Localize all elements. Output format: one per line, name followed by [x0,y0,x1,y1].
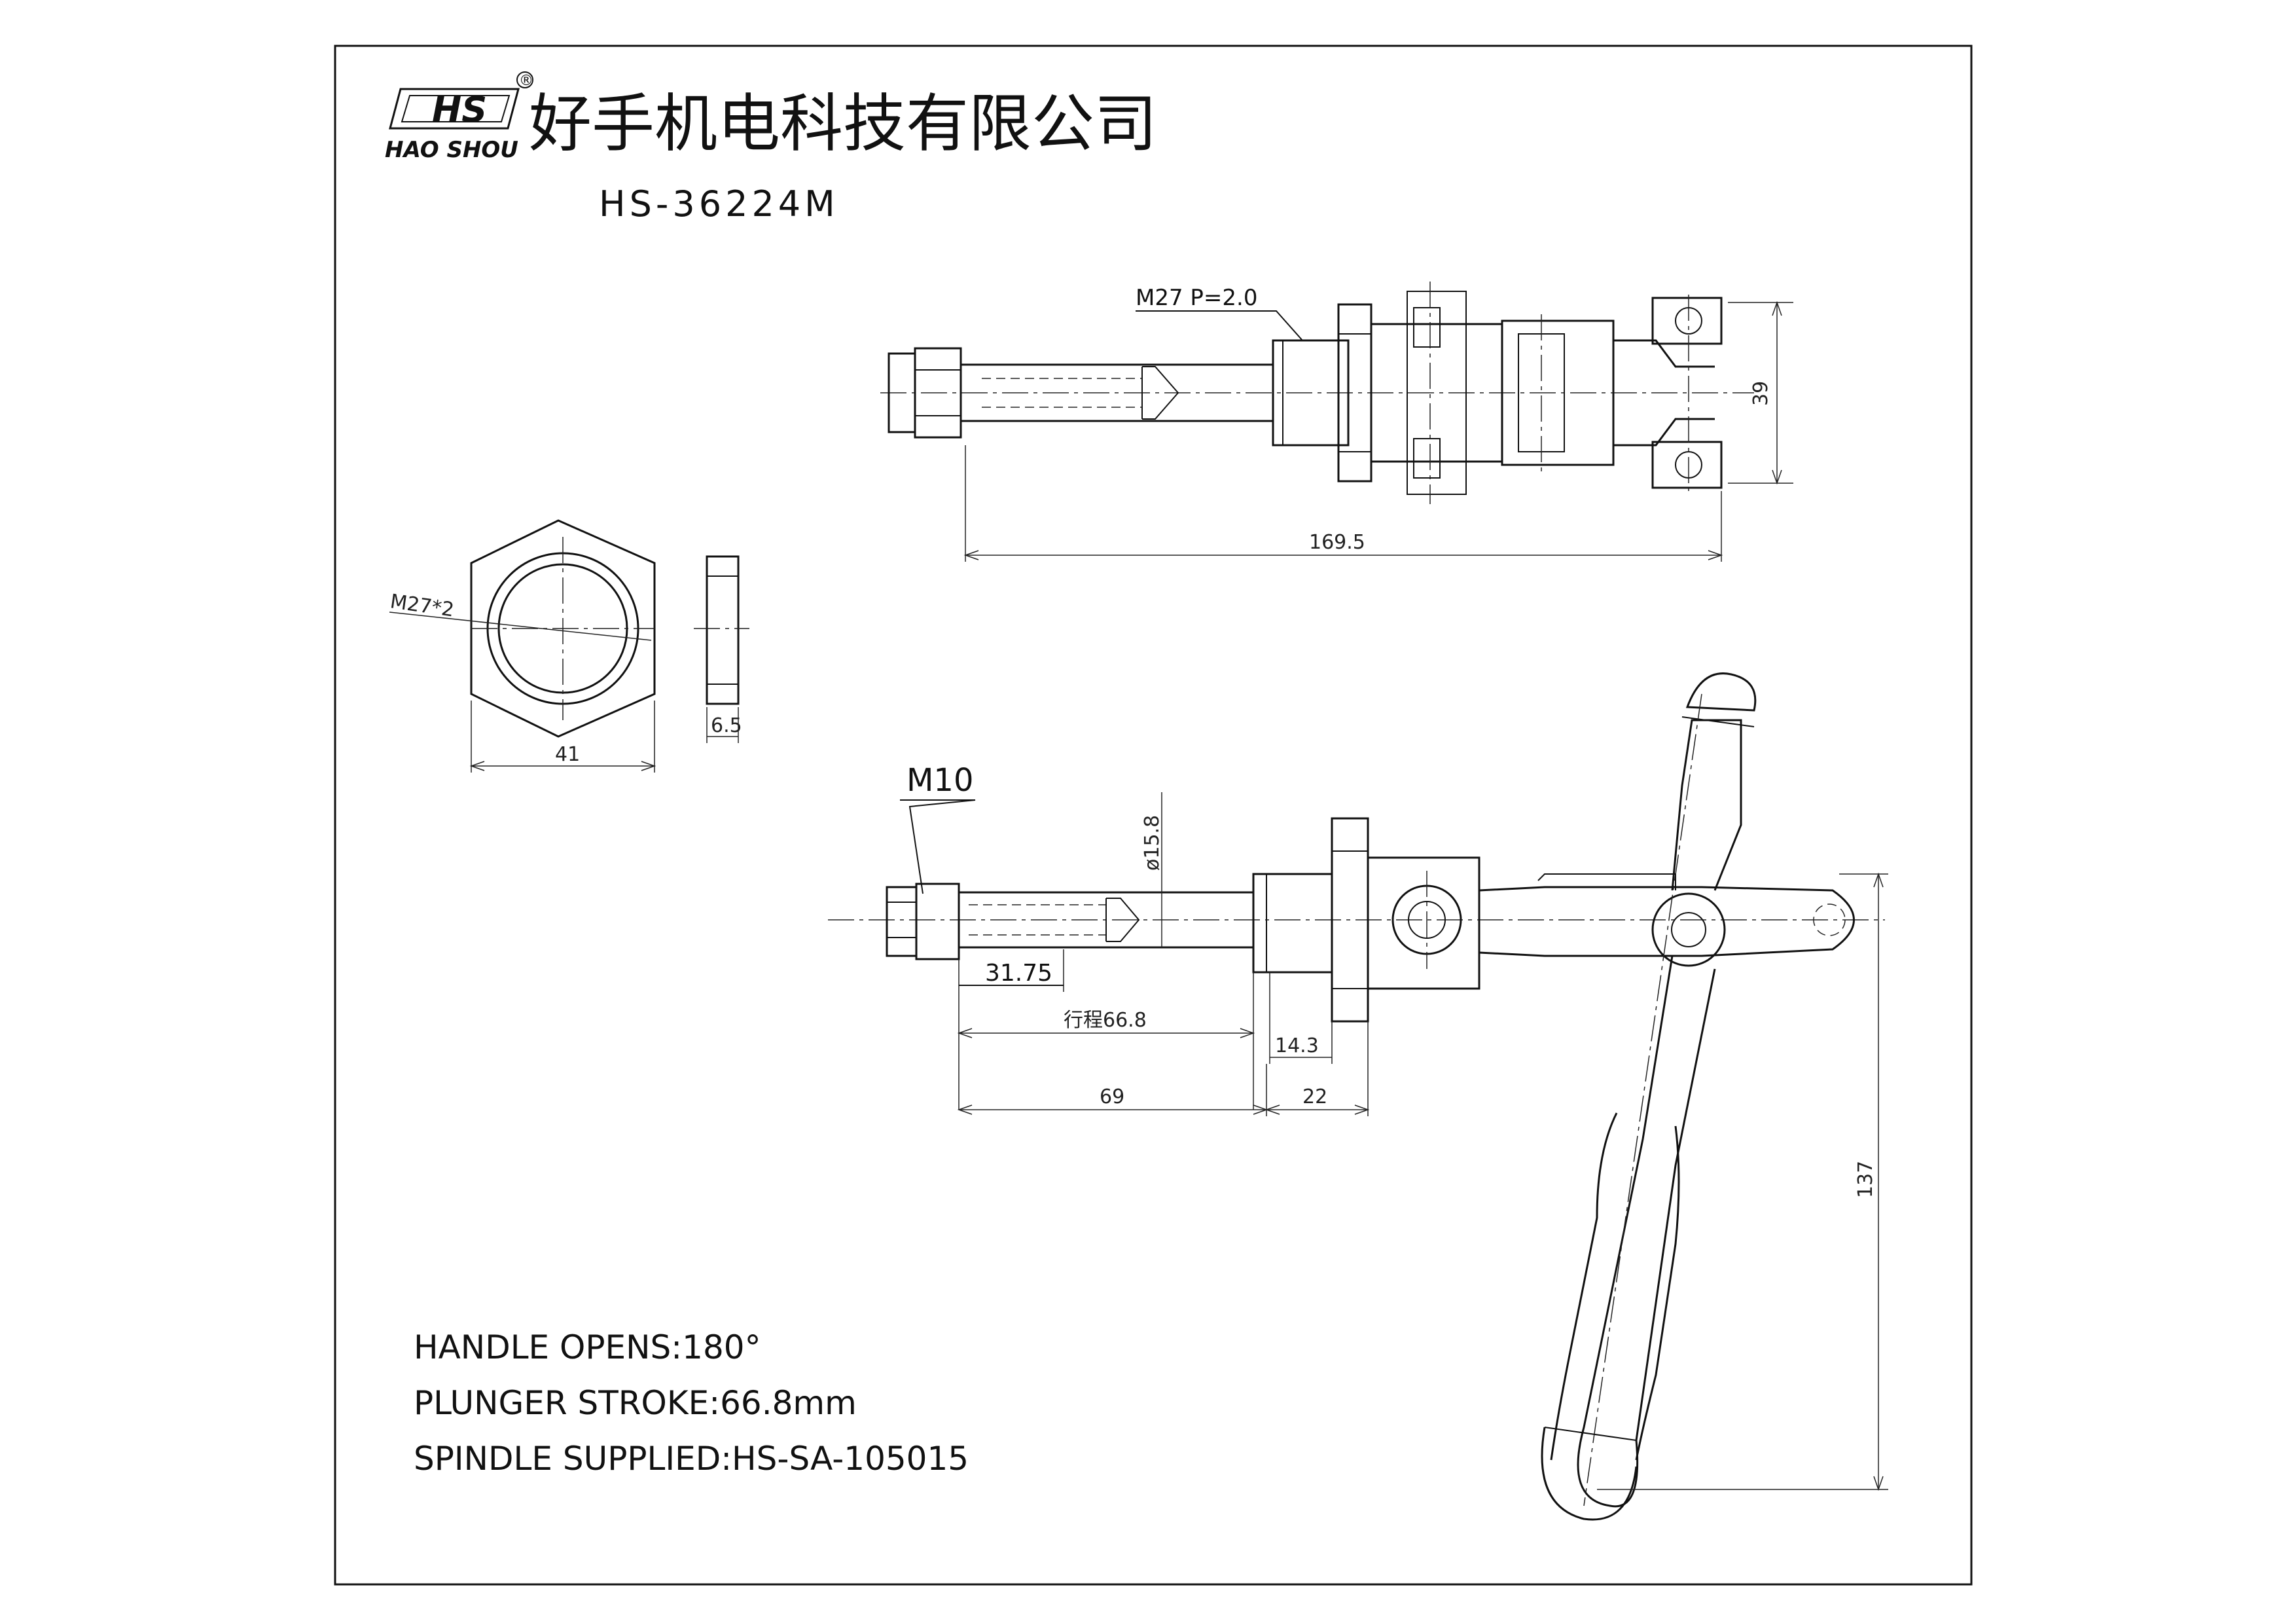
nut-view: M27*2 41 6.5 [389,519,749,773]
top-view: M27 P=2.0 39 169.5 [880,282,1793,562]
registered-mark: ® [519,73,533,89]
brand-name: HAO SHOU [385,137,518,163]
dim-thread-length: 31.75 [985,960,1052,987]
thread-label-m27: M27 P=2.0 [1136,285,1257,311]
dim-body: 14.3 [1275,1034,1319,1057]
drawing-frame [334,45,1973,1586]
dim-nut-width: 41 [555,743,580,766]
side-view: M10 ø15.8 31.75 行程66.8 14.3 69 22 [828,672,1888,1521]
model-number: HS-36224M [599,183,839,225]
thread-label-m27x2: M27*2 [389,590,456,621]
note-plunger-stroke: PLUNGER STROKE:66.8mm [414,1384,857,1422]
dim-top-height: 39 [1749,381,1772,406]
registered-mark-icon [516,71,533,88]
company-logo: HS ® HAO SHOU [385,71,533,163]
dim-nut-offset: 22 [1302,1085,1327,1108]
thread-label-m10: M10 [906,762,974,799]
dim-top-length: 169.5 [1309,531,1365,554]
note-spindle-supplied: SPINDLE SUPPLIED:HS-SA-105015 [414,1440,969,1478]
company-name-cn: 好手机电科技有限公司 [529,87,1157,160]
dim-stroke: 行程66.8 [1064,1009,1147,1032]
logo-text: HS [432,89,487,130]
dim-nut-thickness: 6.5 [711,714,742,737]
dim-base: 69 [1100,1085,1124,1108]
dim-handle-height: 137 [1854,1161,1877,1198]
dim-diameter: ø15.8 [1141,815,1164,871]
spec-notes: HANDLE OPENS:180° PLUNGER STROKE:66.8mm … [414,1328,969,1478]
note-handle-opens: HANDLE OPENS:180° [414,1328,761,1366]
